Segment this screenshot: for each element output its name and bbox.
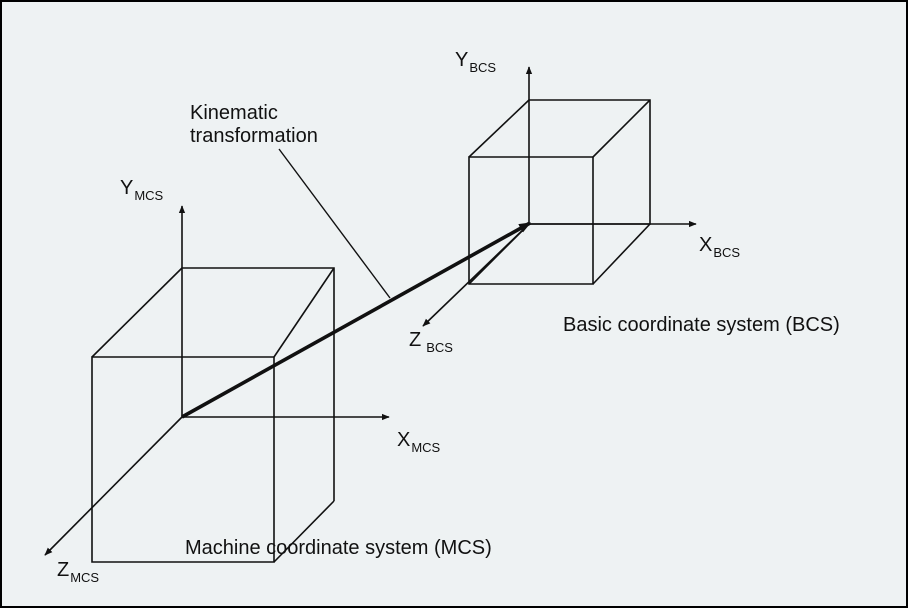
- mcs-axes: [44, 205, 390, 556]
- bcs-x-label: XBCS: [699, 234, 741, 260]
- mcs-z-axis: [44, 416, 183, 556]
- mcs-cube: [91, 267, 335, 563]
- transformation-leader: [278, 148, 391, 299]
- transformation-label-line1: Kinematic: [190, 102, 278, 124]
- bcs-caption: Basic coordinate system (BCS): [563, 314, 840, 336]
- mcs-x-label: XMCS: [397, 429, 441, 455]
- bcs-y-label: YBCS: [455, 49, 497, 75]
- transformation-label: Kinematic transformation: [190, 102, 318, 148]
- mcs-z-label: ZMCS: [57, 559, 100, 585]
- transformation-arrow: [181, 221, 532, 419]
- transformation-label-line2: transformation: [190, 125, 318, 147]
- mcs-y-label: YMCS: [120, 177, 164, 203]
- mcs-caption: Machine coordinate system (MCS): [185, 537, 492, 559]
- bcs-cube: [468, 99, 651, 285]
- bcs-z-axis: [422, 223, 530, 327]
- bcs-axes: [422, 66, 697, 327]
